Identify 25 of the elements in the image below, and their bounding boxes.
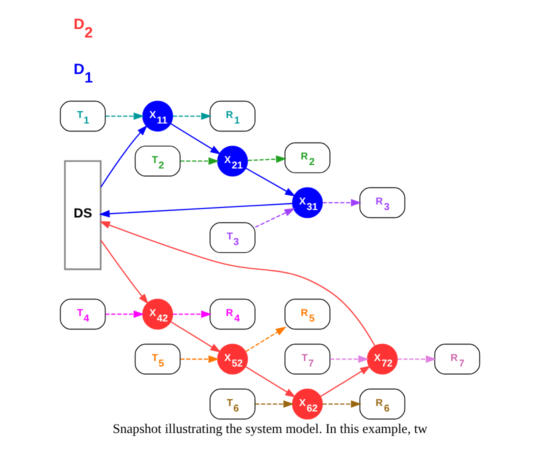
arrow [98, 202, 292, 218]
arrow [99, 221, 376, 346]
arrow [246, 168, 296, 196]
arrow [180, 157, 220, 165]
arrow [398, 355, 436, 363]
arrow [255, 400, 294, 408]
arrow [106, 112, 144, 120]
arrow [170, 123, 221, 155]
arrow [172, 112, 212, 120]
arrow [172, 310, 212, 318]
arrow [100, 125, 148, 188]
arrow [180, 355, 220, 363]
arrow [246, 366, 296, 398]
node-box: DS [64, 160, 102, 270]
arrow [170, 321, 221, 353]
arrow [330, 355, 369, 363]
caption: Snapshot illustrating the system model. In this example, tw [112, 421, 428, 436]
arrow [100, 240, 149, 304]
arrow [255, 208, 296, 228]
arrow [320, 366, 371, 397]
arrow [322, 400, 362, 408]
arrow [322, 198, 362, 206]
arrow [246, 326, 286, 352]
arrow [106, 310, 144, 318]
arrow [248, 155, 287, 163]
